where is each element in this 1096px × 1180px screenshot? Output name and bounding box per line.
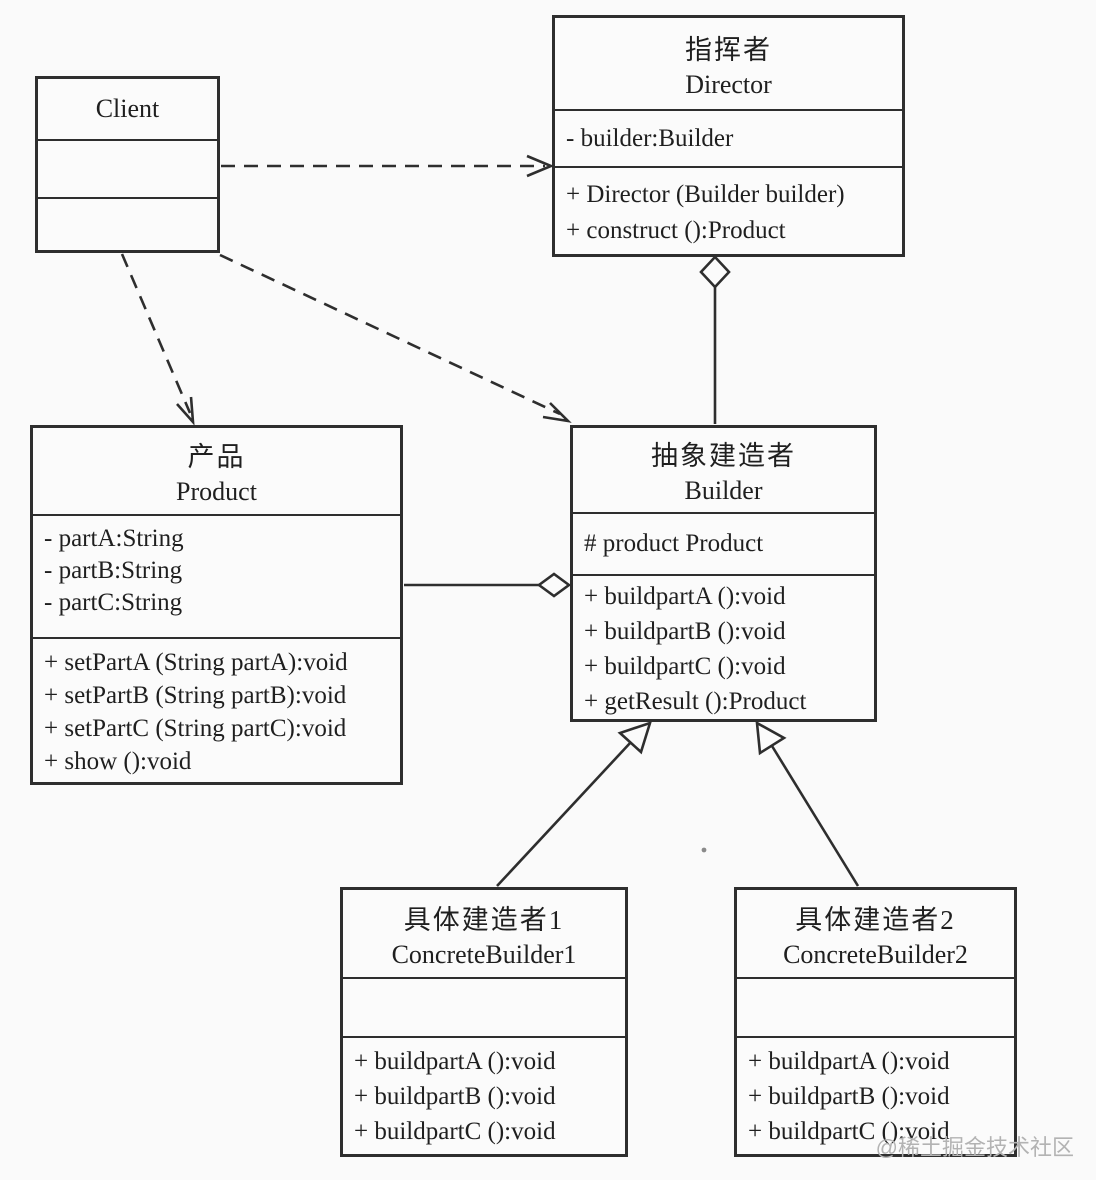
attributes-compartment-empty (38, 139, 217, 197)
attributes-compartment: - builder:Builder (555, 109, 902, 166)
class-title-compartment: 指挥者 Director (555, 18, 902, 109)
method-item: + buildpartB ():void (584, 618, 786, 645)
method-item: + buildpartA ():void (584, 583, 786, 610)
dependency-arrow-client-product (120, 253, 195, 426)
method-item: + buildpartA ():void (748, 1048, 950, 1075)
class-title-compartment: Client (38, 79, 217, 139)
open-arrowhead-icon (542, 402, 572, 423)
class-box-concrete-builder-2: 具体建造者2 ConcreteBuilder2 + buildpartA ():… (734, 887, 1017, 1157)
attribute-item: - builder:Builder (566, 124, 734, 152)
methods-compartment: + buildpartA ():void + buildpartB ():voi… (343, 1036, 625, 1154)
method-item: + buildpartC ():void (354, 1118, 556, 1145)
method-item: + buildpartA ():void (354, 1048, 556, 1075)
attribute-item: - partC:String (44, 589, 183, 616)
methods-compartment: + Director (Builder builder) + construct… (555, 166, 902, 254)
generalization-cb2-builder (755, 720, 860, 887)
method-item: + construct ():Product (566, 217, 786, 244)
class-name: Client (95, 94, 160, 123)
attributes-compartment-empty (343, 977, 625, 1036)
watermark-text: @稀土掘金技术社区 (875, 1135, 1074, 1160)
attributes-compartment: - partA:String - partB:String - partC:St… (33, 514, 400, 637)
class-title-compartment: 抽象建造者 Builder (573, 428, 874, 512)
aggregation-builder-product (404, 572, 572, 598)
hollow-diamond-icon (536, 572, 572, 598)
method-item: + getResult ():Product (584, 688, 807, 715)
dependency-arrow-client-director (221, 154, 555, 178)
generalization-cb1-builder (496, 720, 652, 887)
dependency-arrow-client-builder (219, 253, 572, 423)
class-name-zh: 具体建造者2 (795, 904, 956, 935)
hollow-triangle-icon (617, 720, 652, 755)
open-arrowhead-icon (176, 396, 195, 426)
method-item: + show ():void (44, 748, 192, 775)
method-item: + buildpartC ():void (584, 653, 786, 680)
methods-compartment-empty (38, 197, 217, 250)
attributes-compartment-empty (737, 977, 1014, 1036)
class-box-concrete-builder-1: 具体建造者1 ConcreteBuilder1 + buildpartA ():… (340, 887, 628, 1157)
scan-artifact-dot (701, 847, 707, 853)
class-name-en: Director (685, 69, 772, 99)
method-item: + setPartA (String partA):void (44, 649, 348, 676)
hollow-triangle-icon (755, 720, 787, 756)
methods-compartment: + buildpartA ():void + buildpartB ():voi… (737, 1036, 1014, 1154)
class-name-en: Product (176, 477, 257, 506)
attribute-item: - partA:String (44, 525, 184, 552)
method-item: + buildpartB ():void (354, 1083, 556, 1110)
method-item: + setPartB (String partB):void (44, 682, 347, 709)
class-name-en: ConcreteBuilder1 (391, 939, 577, 969)
class-title-compartment: 具体建造者1 ConcreteBuilder1 (343, 890, 625, 977)
hollow-diamond-icon (699, 255, 731, 289)
open-arrowhead-icon (526, 154, 555, 178)
method-item: + setPartC (String partC):void (44, 715, 347, 742)
class-name-en: ConcreteBuilder2 (783, 939, 968, 969)
methods-compartment: + setPartA (String partA):void + setPart… (33, 637, 400, 782)
attribute-item: # product Product (584, 530, 764, 557)
class-title-compartment: 产品 Product (33, 428, 400, 514)
method-item: + buildpartC ():void (748, 1118, 950, 1145)
class-name-zh: 具体建造者1 (403, 904, 565, 935)
class-name-en: Builder (684, 476, 763, 505)
methods-compartment: + buildpartA ():void + buildpartB ():voi… (573, 574, 874, 719)
class-box-product: 产品 Product - partA:String - partB:String… (30, 425, 403, 785)
method-item: + Director (Builder builder) (566, 181, 845, 208)
class-box-client: Client (35, 76, 220, 253)
attributes-compartment: # product Product (573, 512, 874, 574)
class-name-zh: 抽象建造者 (651, 441, 796, 471)
class-box-builder: 抽象建造者 Builder # product Product + buildp… (570, 425, 877, 722)
class-name-zh: 指挥者 (685, 34, 772, 65)
class-title-compartment: 具体建造者2 ConcreteBuilder2 (737, 890, 1014, 977)
class-box-director: 指挥者 Director - builder:Builder + Directo… (552, 15, 905, 257)
method-item: + buildpartB ():void (748, 1083, 950, 1110)
aggregation-director-builder (699, 255, 731, 424)
attribute-item: - partB:String (44, 557, 183, 584)
class-name-zh: 产品 (187, 442, 246, 472)
